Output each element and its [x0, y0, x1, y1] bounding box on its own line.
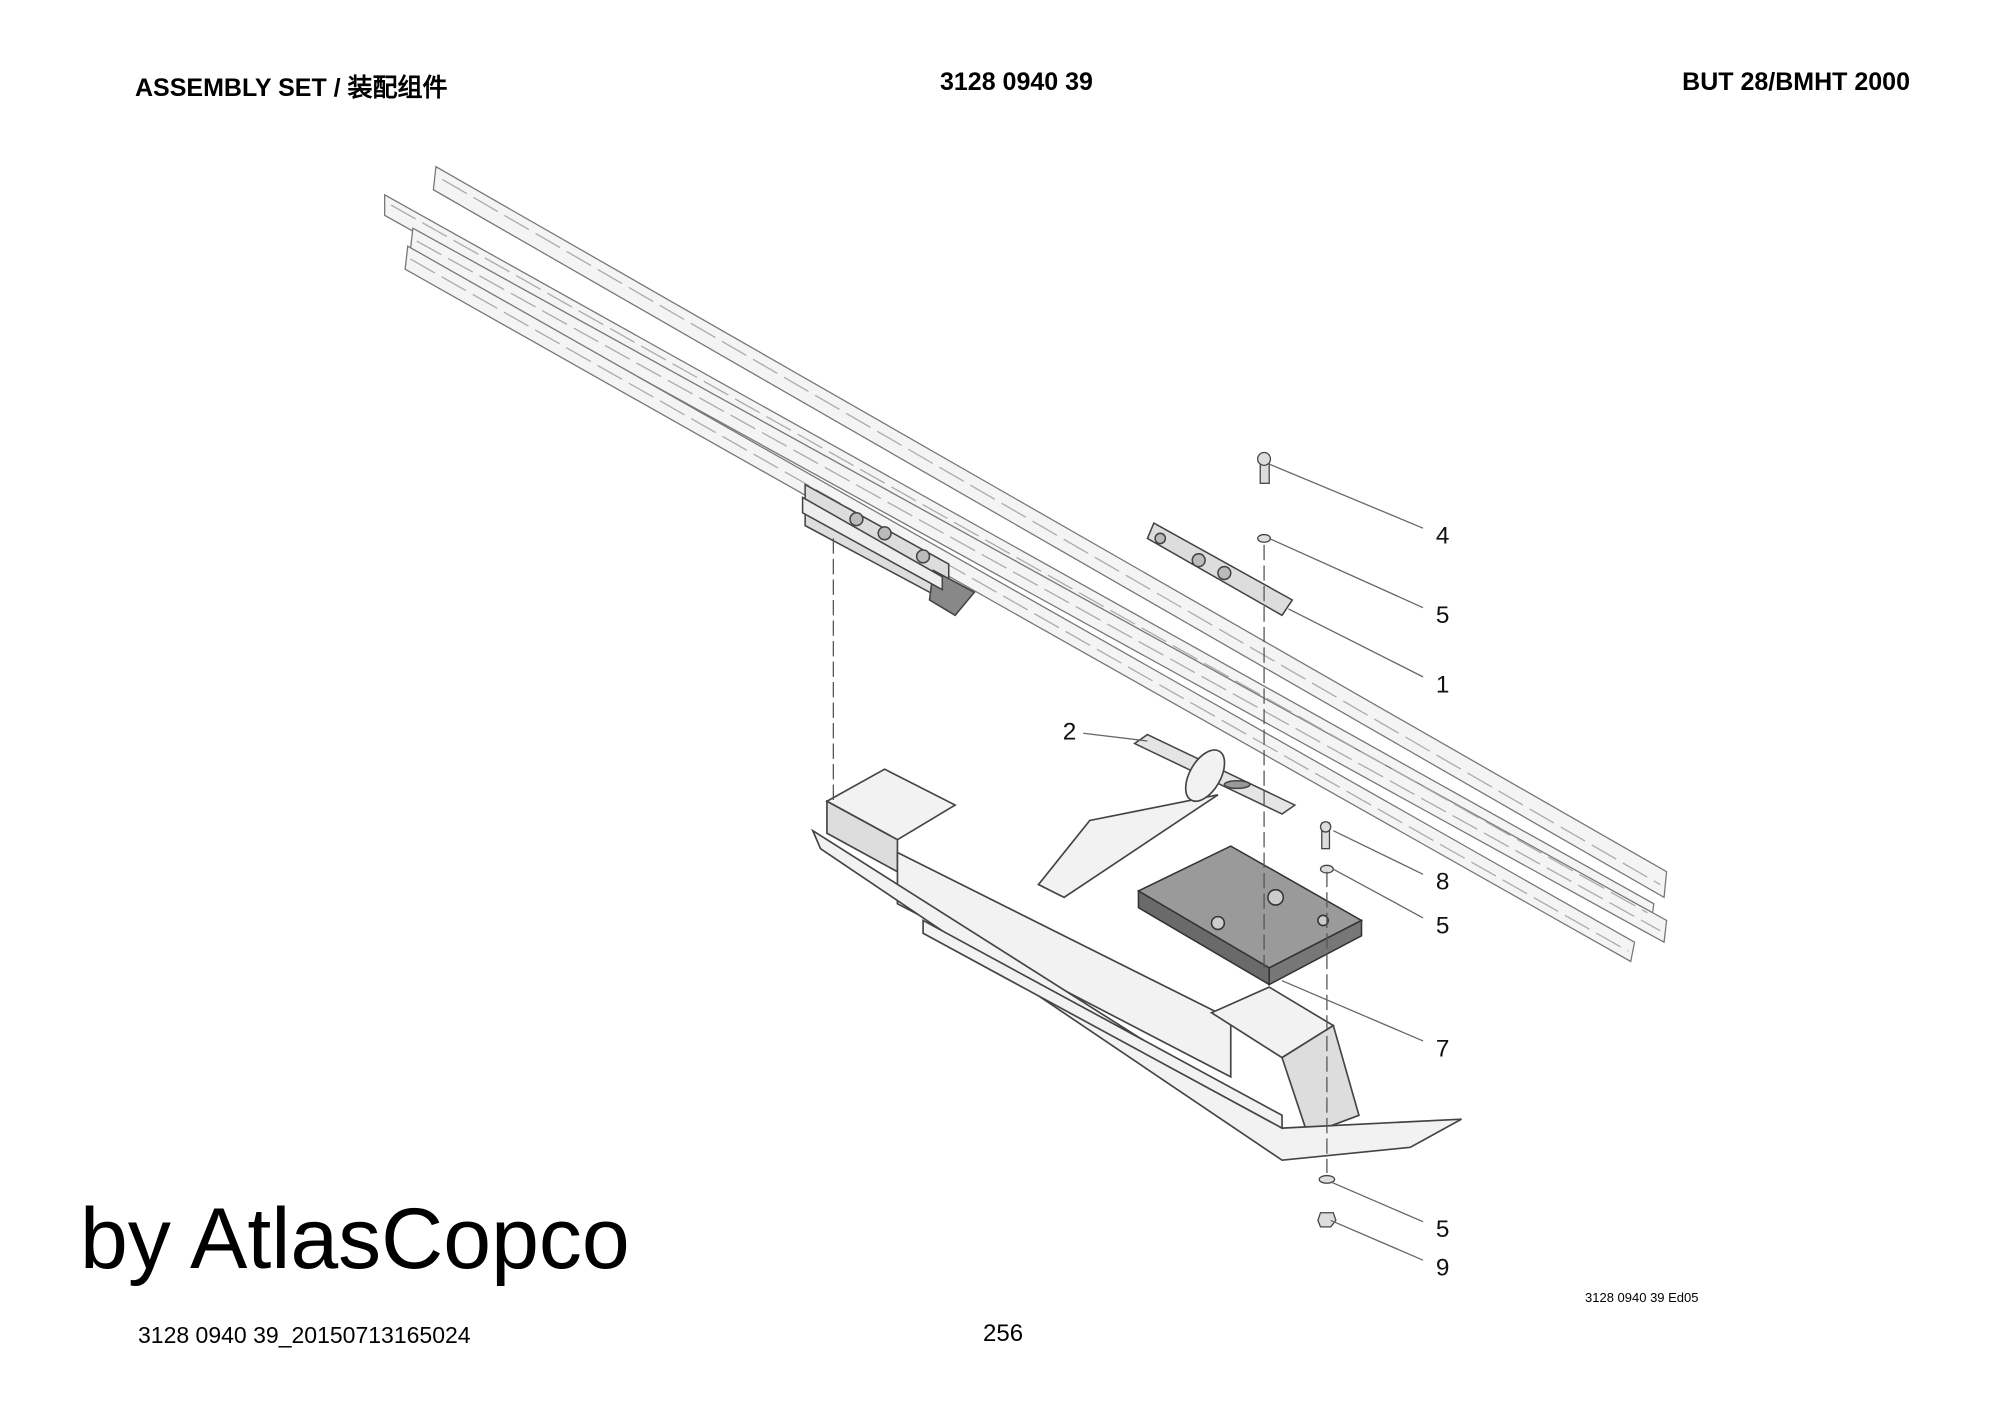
callout-5: 5 [1436, 912, 1450, 939]
model-name: BUT 28/BMHT 2000 [1682, 68, 1910, 96]
edition-label: 3128 0940 39 Ed05 [1585, 1290, 1699, 1305]
fasteners [1257, 451, 1337, 1228]
callout-1: 1 [1436, 671, 1450, 698]
callout-2: 2 [1063, 719, 1077, 746]
document-title: ASSEMBLY SET / 装配组件 [135, 74, 448, 102]
callout-4: 4 [1436, 523, 1450, 550]
clamp-bracket [1146, 521, 1294, 617]
callout-5: 5 [1436, 602, 1450, 629]
part-number: 3128 0940 39 [940, 68, 1093, 96]
callout-leaders [1083, 463, 1424, 1261]
file-id: 3128 0940 39_20150713165024 [138, 1322, 471, 1348]
callout-5: 5 [1436, 1216, 1450, 1243]
assembly-center-lines [832, 538, 1328, 1173]
callout-7: 7 [1436, 1035, 1450, 1062]
mounting-plate [1136, 845, 1364, 986]
rail-mount-block [801, 483, 976, 617]
callout-9: 9 [1436, 1255, 1450, 1282]
watermark: by AtlasCopco [80, 1191, 630, 1287]
feed-rails [384, 165, 1668, 963]
page-number: 256 [983, 1320, 1024, 1347]
callout-8: 8 [1436, 869, 1450, 896]
cradle-frame [811, 749, 1462, 1162]
